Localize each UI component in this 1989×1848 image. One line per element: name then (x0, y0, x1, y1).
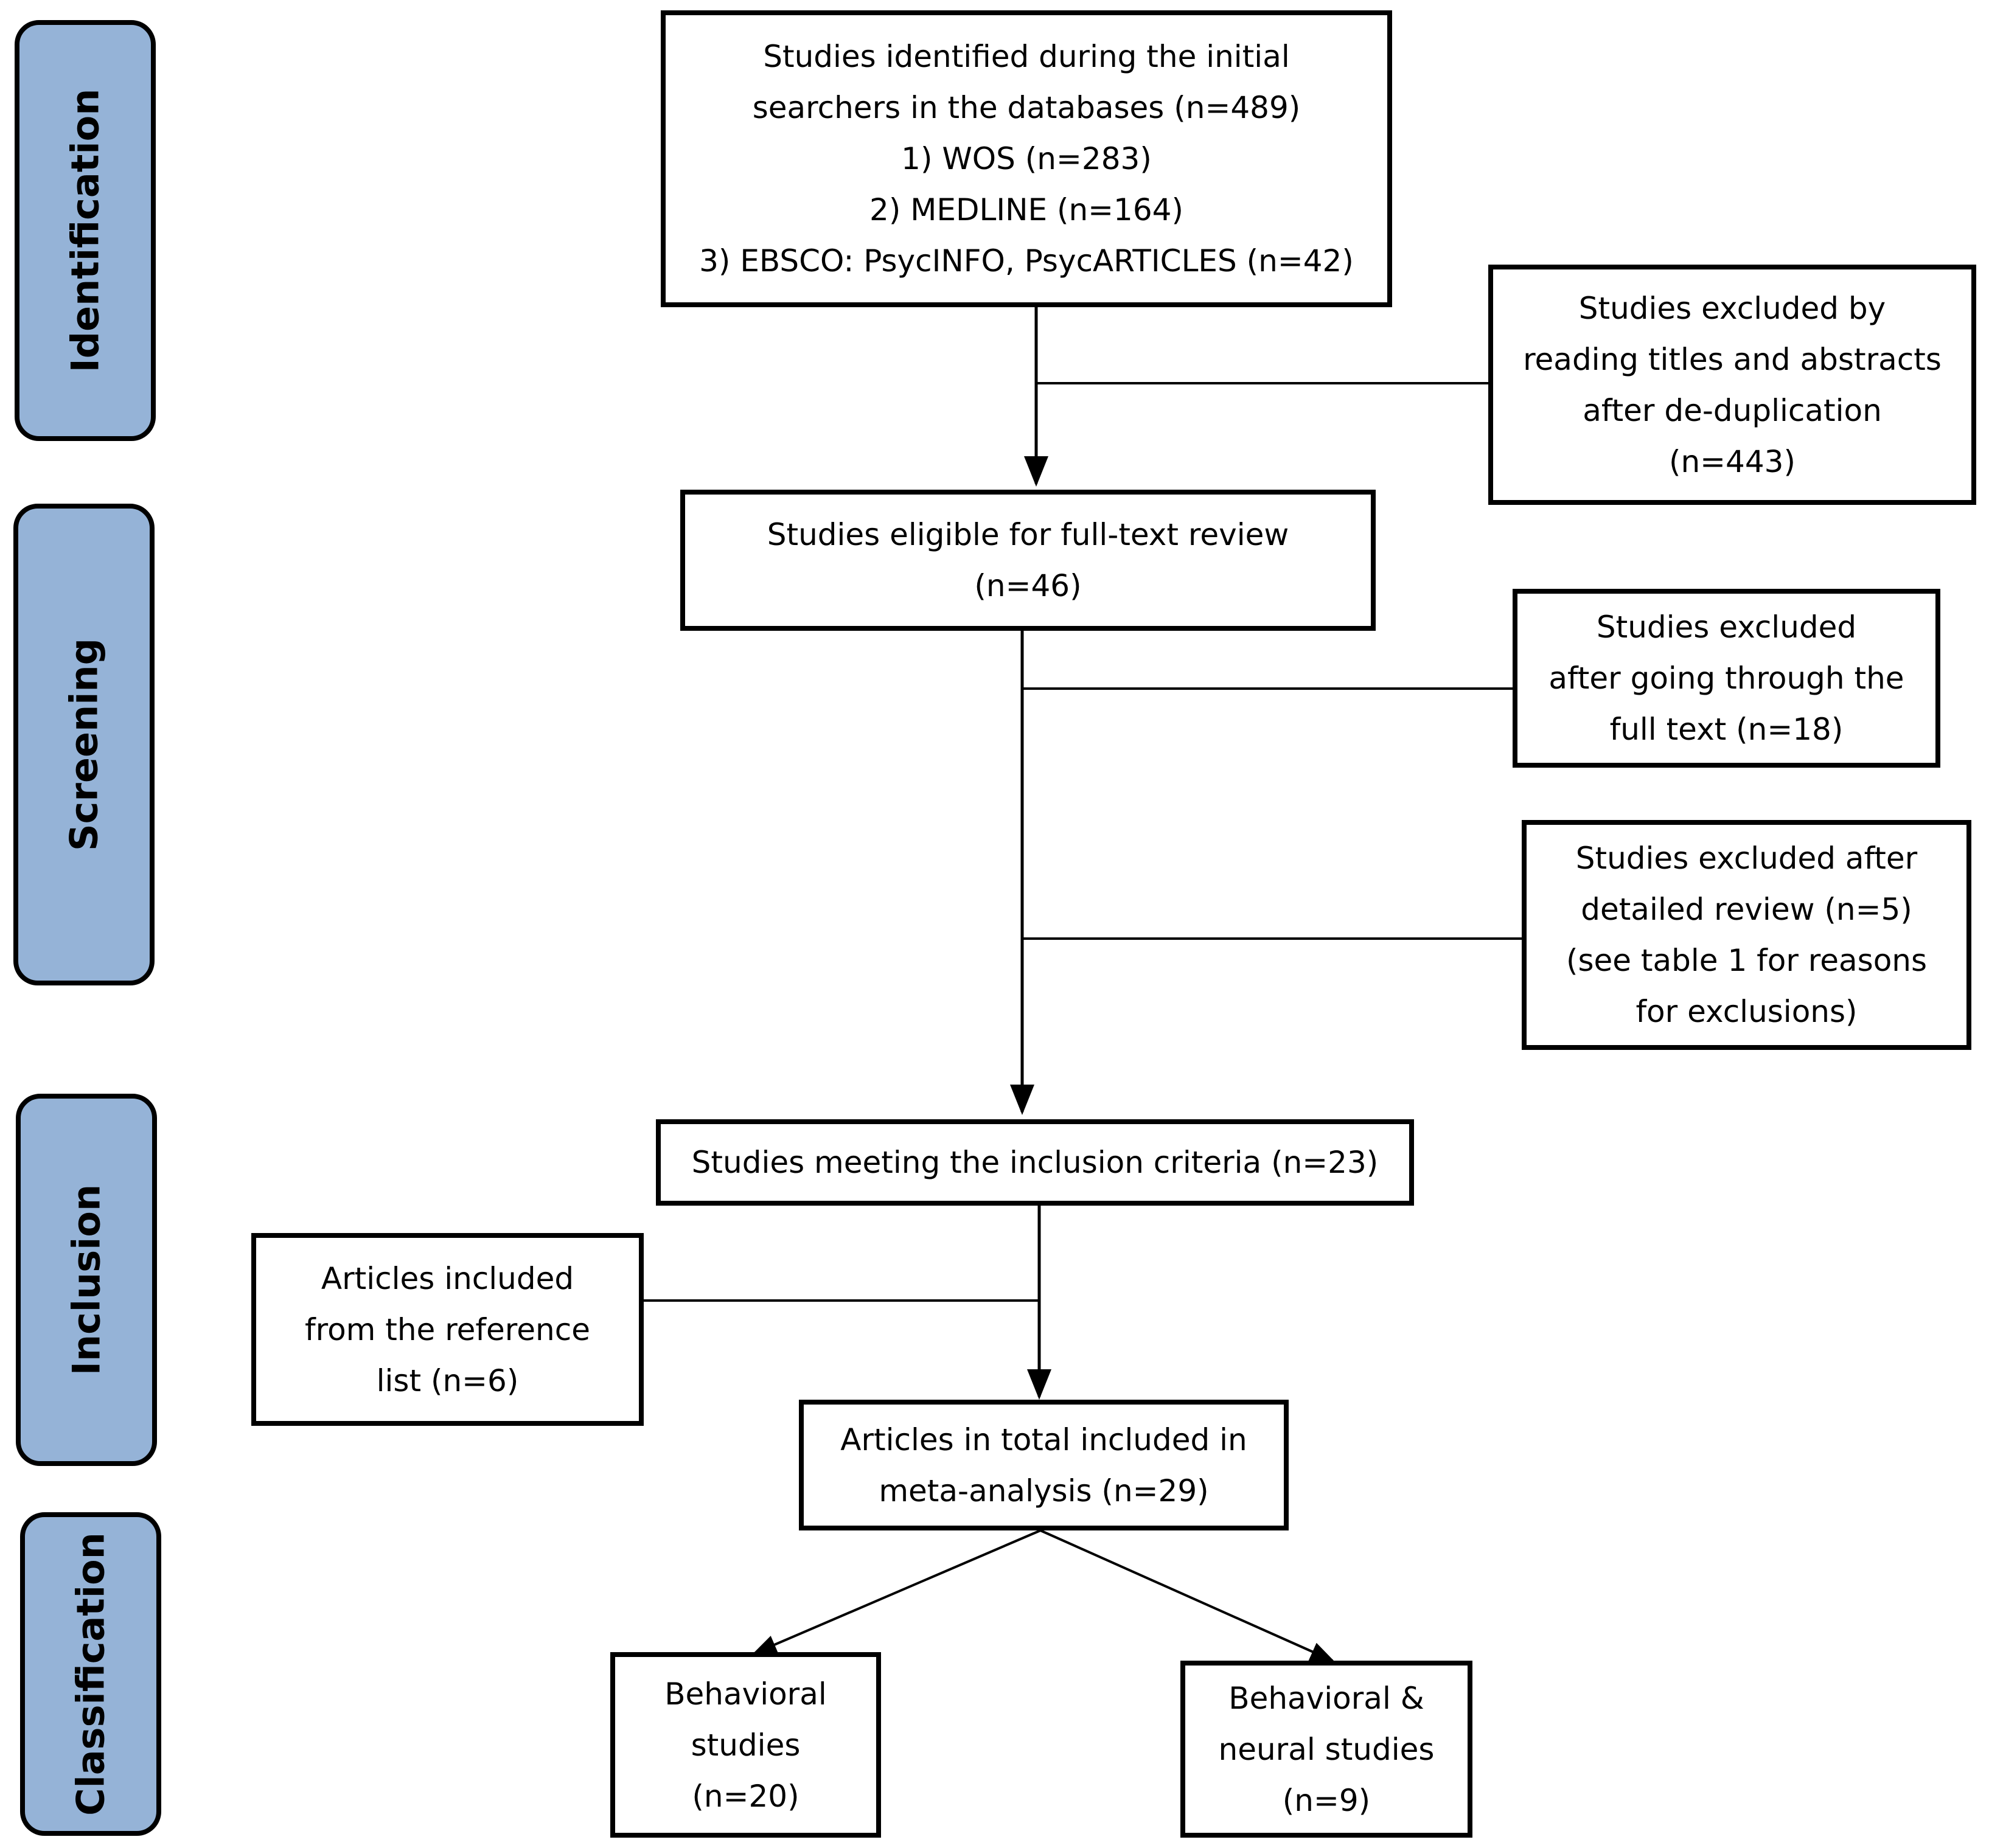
text-line: Studies excluded after (1575, 841, 1918, 876)
box-excluded-full-text: Studies excluded after going through the… (1513, 589, 1940, 768)
text-line: full text (n=18) (1609, 712, 1844, 747)
box-eligible-full-text: Studies eligible for full-text review (n… (680, 490, 1376, 631)
text-line: Studies excluded by (1578, 290, 1886, 326)
text-line: list (n=6) (376, 1363, 519, 1398)
text-line: studies (691, 1727, 801, 1763)
box-total-included: Articles in total included in meta-analy… (799, 1400, 1289, 1530)
text-line: (n=46) (974, 568, 1082, 603)
box-behavioral-neural-studies: Behavioral & neural studies (n=9) (1180, 1661, 1472, 1838)
phase-label-screening: Screening (61, 638, 106, 851)
text-line: after de-duplication (1583, 392, 1882, 428)
phase-label-inclusion: Inclusion (64, 1184, 109, 1376)
phase-label-classification: Classification (68, 1532, 113, 1816)
text-line: meta-analysis (n=29) (879, 1473, 1209, 1509)
text-line: Studies identified during the initial (763, 39, 1290, 74)
text-line: Articles in total included in (840, 1422, 1247, 1457)
text-line: Articles included (321, 1260, 574, 1296)
text-line: after going through the (1548, 661, 1904, 696)
text-line: for exclusions) (1635, 994, 1858, 1029)
box-studies-identified: Studies identified during the initial se… (661, 10, 1392, 307)
phase-screening: Screening (13, 504, 155, 985)
text-line: (n=9) (1282, 1782, 1371, 1818)
text-line: Studies eligible for full-text review (767, 517, 1289, 552)
text-line: 2) MEDLINE (n=164) (869, 192, 1183, 228)
box-reference-list-articles: Articles included from the reference lis… (251, 1233, 644, 1426)
box-excluded-detailed-review: Studies excluded after detailed review (… (1522, 820, 1971, 1050)
text-line: Behavioral & (1228, 1680, 1424, 1716)
text-line: detailed review (n=5) (1581, 892, 1912, 927)
text-line: (n=443) (1668, 443, 1796, 479)
phase-inclusion: Inclusion (16, 1094, 157, 1466)
text-line: (see table 1 for reasons (1566, 943, 1928, 978)
phase-identification: Identification (15, 20, 156, 441)
text-line: reading titles and abstracts (1523, 341, 1942, 377)
phase-label-identification: Identification (63, 88, 108, 373)
text-line: (n=20) (692, 1778, 799, 1814)
phase-classification: Classification (20, 1512, 161, 1836)
arrow-total-to-behavioral-neural (1040, 1529, 1335, 1662)
text-line: neural studies (1218, 1731, 1435, 1767)
text-line: from the reference (305, 1311, 590, 1347)
text-line: Studies excluded (1596, 610, 1857, 645)
text-line: searchers in the databases (n=489) (752, 90, 1301, 125)
text-line: Studies meeting the inclusion criteria (… (691, 1145, 1379, 1180)
box-behavioral-studies: Behavioral studies (n=20) (610, 1652, 881, 1838)
box-excluded-titles-abstracts: Studies excluded by reading titles and a… (1488, 265, 1976, 505)
text-line: Behavioral (664, 1676, 827, 1712)
text-line: 3) EBSCO: PsycINFO, PsycARTICLES (n=42) (699, 243, 1354, 279)
box-meeting-inclusion-criteria: Studies meeting the inclusion criteria (… (656, 1119, 1414, 1206)
text-line: 1) WOS (n=283) (901, 141, 1152, 176)
arrow-total-to-behavioral (752, 1529, 1041, 1655)
